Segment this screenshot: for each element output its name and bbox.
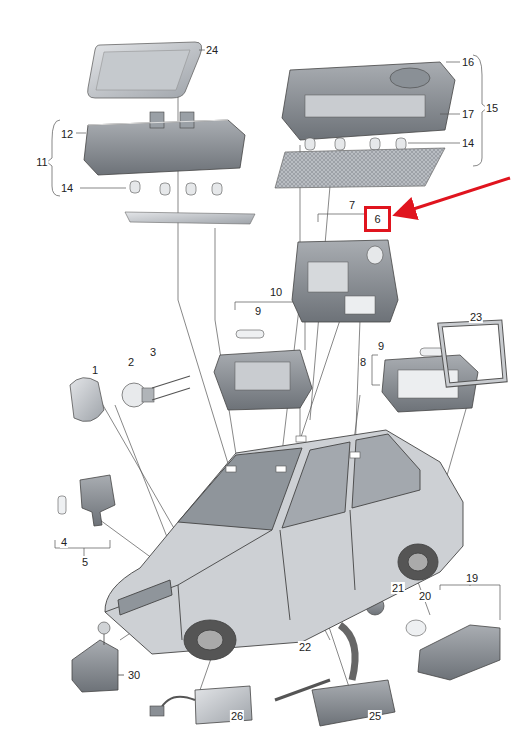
- callout-number: 2: [127, 356, 135, 368]
- callout-number: 9: [254, 305, 262, 317]
- callout-number: 14: [60, 182, 74, 194]
- callout-number: 15: [485, 102, 499, 114]
- callout-number: 30: [127, 669, 141, 681]
- callout-number: 1: [91, 364, 99, 376]
- callout-number: 11: [35, 156, 48, 168]
- callout-number: 23: [469, 311, 483, 323]
- callout-number: 9: [377, 340, 385, 352]
- callout-number: 24: [205, 44, 219, 56]
- callout-number: 5: [81, 556, 89, 568]
- callout-number: 3: [149, 346, 157, 358]
- callout-number: 14: [461, 137, 475, 149]
- callout-number: 25: [368, 710, 382, 722]
- callout-number: 4: [60, 536, 68, 548]
- highlight-box: 6: [364, 206, 391, 232]
- callout-number: 21: [391, 582, 405, 594]
- callout-number: 10: [269, 286, 283, 298]
- callout-number: 26: [230, 710, 244, 722]
- callout-number: 7: [348, 199, 356, 211]
- callout-number: 19: [465, 572, 479, 584]
- callout-number: 16: [461, 56, 475, 68]
- callout-number: 20: [418, 590, 432, 602]
- callout-number: 17: [461, 108, 475, 120]
- callout-number: 12: [60, 128, 74, 140]
- callout-number: 22: [298, 641, 312, 653]
- callout-number: 6: [374, 213, 380, 225]
- callout-number: 8: [359, 356, 367, 368]
